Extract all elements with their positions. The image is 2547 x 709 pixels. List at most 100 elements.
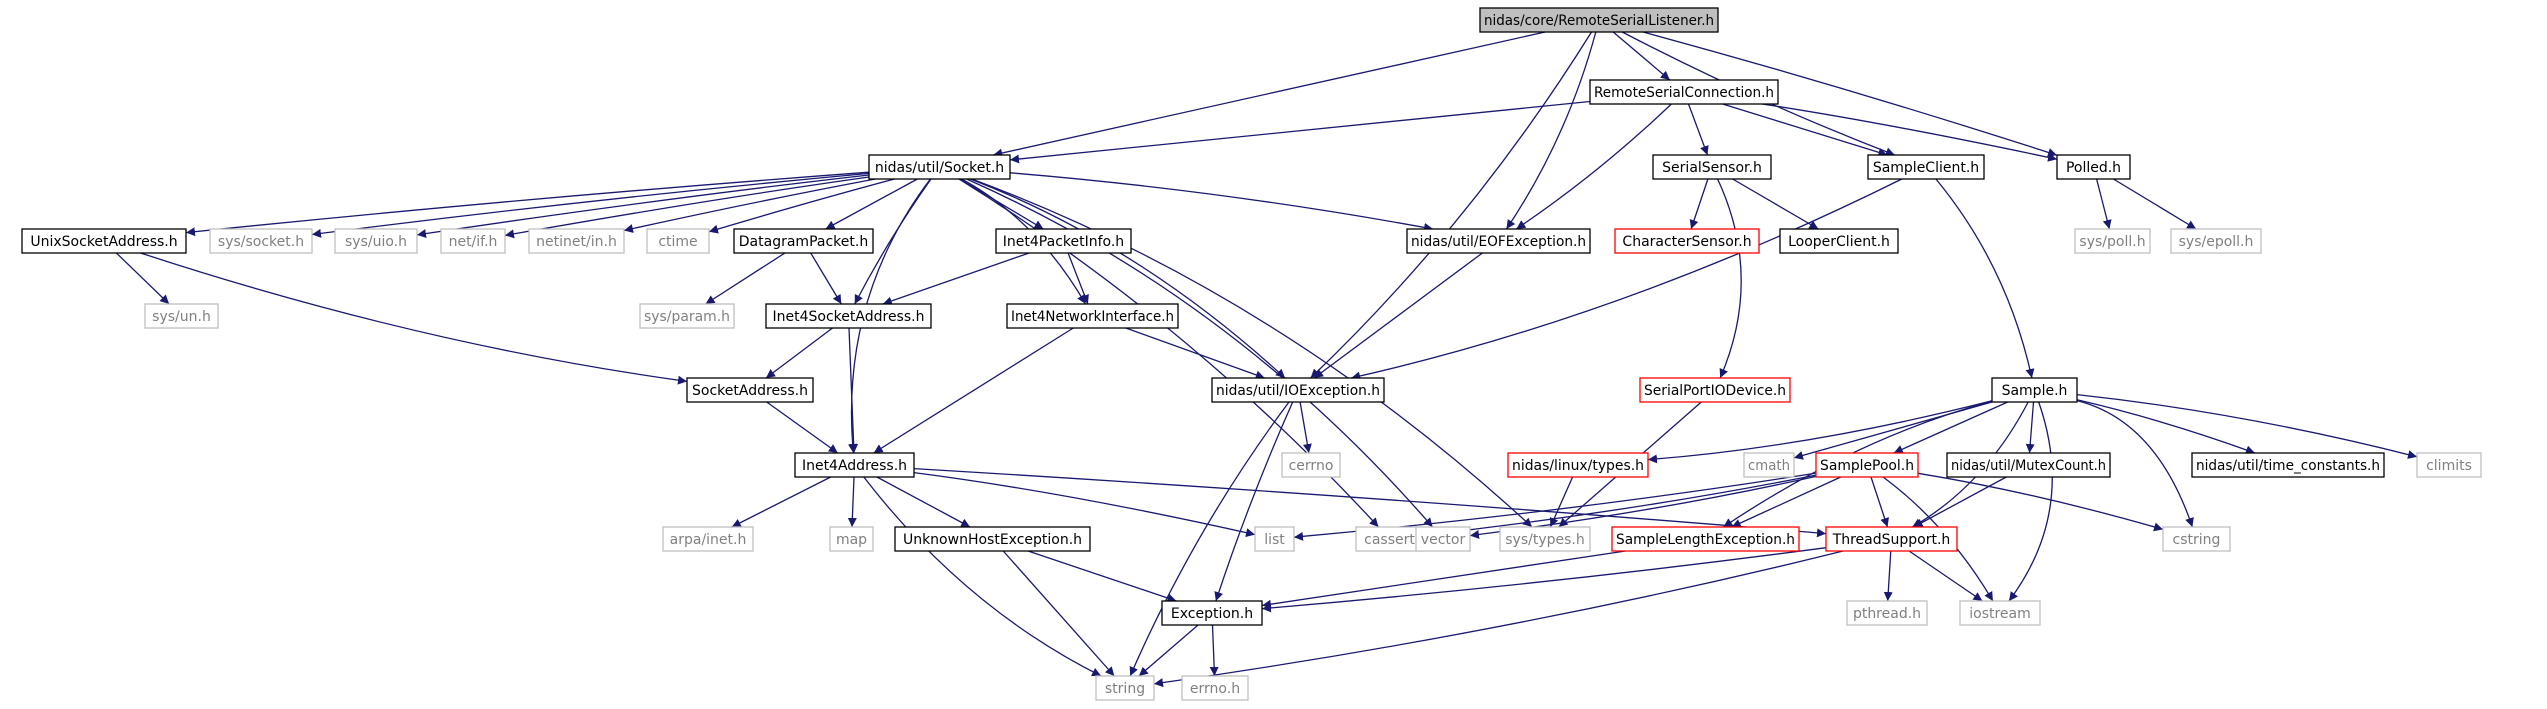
node-syspoll: sys/poll.h — [2074, 228, 2151, 254]
node-box — [1254, 526, 1295, 552]
node-box — [1815, 452, 1919, 478]
node-polled[interactable]: Polled.h — [2056, 154, 2131, 180]
edge-socket-to-netinet — [623, 178, 876, 233]
node-box — [868, 154, 1011, 180]
edge-socket-to-sysuio — [416, 174, 870, 239]
node-box — [2416, 452, 2482, 478]
node-looper[interactable]: LooperClient.h — [1779, 228, 1899, 254]
edge-socket-to-netif — [504, 176, 870, 239]
node-label: Exception.h — [1171, 606, 1253, 622]
node-sample[interactable]: Sample.h — [1991, 377, 2078, 403]
node-arpainet: arpa/inet.h — [662, 526, 754, 552]
node-timeconst[interactable]: nidas/util/time_constants.h — [2191, 452, 2385, 478]
node-inet4pkt[interactable]: Inet4PacketInfo.h — [995, 228, 1132, 254]
node-label: string — [1105, 681, 1145, 697]
node-box — [1825, 526, 1958, 552]
edge-linuxtypes-to-systypes — [1549, 476, 1574, 528]
node-serialsensor[interactable]: SerialSensor.h — [1652, 154, 1772, 180]
node-socket[interactable]: nidas/util/Socket.h — [868, 154, 1011, 180]
node-label: nidas/util/MutexCount.h — [1951, 458, 2106, 474]
edge-datagram-to-sysparam — [705, 252, 786, 305]
node-label: SamplePool.h — [1820, 458, 1914, 474]
node-label: net/if.h — [449, 234, 498, 250]
node-label: Inet4NetworkInterface.h — [1011, 309, 1174, 325]
node-label: SampleLengthException.h — [1616, 532, 1795, 548]
node-box — [1639, 377, 1791, 403]
node-exception[interactable]: Exception.h — [1161, 600, 1263, 626]
node-rsc[interactable]: RemoteSerialConnection.h — [1589, 79, 1779, 105]
node-list: list — [1254, 526, 1295, 552]
node-label: arpa/inet.h — [670, 532, 747, 548]
node-inet4sock[interactable]: Inet4SocketAddress.h — [765, 303, 932, 329]
node-charsensor[interactable]: CharacterSensor.h — [1614, 228, 1760, 254]
edge-inet4pkt-to-inet4sock — [882, 252, 1030, 306]
node-datagram[interactable]: DatagramPacket.h — [733, 228, 874, 254]
node-box — [1946, 452, 2111, 478]
node-box — [1743, 452, 1795, 478]
edge-socket-to-systypes — [971, 178, 1533, 528]
node-threadsupport[interactable]: ThreadSupport.h — [1825, 526, 1958, 552]
edge-unknownhost-to-exception — [1027, 550, 1177, 603]
node-box — [1652, 154, 1772, 180]
edge-polled-to-syspoll — [2095, 178, 2112, 230]
node-vector: vector — [1415, 526, 1471, 552]
node-inet4ni[interactable]: Inet4NetworkInterface.h — [1006, 303, 1179, 329]
node-box — [440, 228, 506, 254]
edge-inet4sock-to-inet4addr — [848, 327, 859, 454]
node-unixsock[interactable]: UnixSocketAddress.h — [21, 228, 187, 254]
node-label: sys/epoll.h — [2179, 234, 2254, 250]
edge-socket-to-ioex — [970, 178, 1286, 379]
node-cerrno: cerrno — [1281, 452, 1341, 478]
node-root: nidas/core/RemoteSerialListener.h — [1479, 7, 1719, 33]
edge-inet4sock-to-sockaddr — [765, 327, 833, 379]
edge-ioex-to-string — [1129, 401, 1290, 677]
node-samplepool[interactable]: SamplePool.h — [1815, 452, 1919, 478]
node-inet4addr[interactable]: Inet4Address.h — [794, 452, 915, 478]
node-samplelen[interactable]: SampleLengthException.h — [1611, 526, 1800, 552]
node-label: cmath — [1748, 458, 1790, 474]
node-netif: net/if.h — [440, 228, 506, 254]
node-box — [1611, 526, 1800, 552]
node-label: vector — [1421, 532, 1466, 548]
node-label: ctime — [658, 234, 697, 250]
node-label: sys/uio.h — [345, 234, 407, 250]
node-linuxtypes[interactable]: nidas/linux/types.h — [1507, 452, 1649, 478]
node-eofex[interactable]: nidas/util/EOFException.h — [1406, 228, 1591, 254]
node-label: nidas/util/IOException.h — [1216, 383, 1380, 399]
node-ioex[interactable]: nidas/util/IOException.h — [1211, 377, 1385, 403]
node-box — [2170, 228, 2262, 254]
edge-socket-to-unixsock — [185, 171, 870, 237]
edge-unixsock-to-sysun — [115, 252, 170, 305]
node-label: map — [836, 532, 867, 548]
node-box — [1006, 303, 1179, 329]
node-unknownhost[interactable]: UnknownHostException.h — [894, 526, 1091, 552]
node-label: nidas/util/Socket.h — [875, 160, 1004, 176]
node-box — [2056, 154, 2131, 180]
node-label: RemoteSerialConnection.h — [1594, 85, 1774, 101]
edge-socket-to-inet4pkt — [959, 178, 1044, 230]
node-sockaddr[interactable]: SocketAddress.h — [686, 377, 814, 403]
node-label: Inet4Address.h — [802, 458, 907, 474]
edge-socket-to-ctime — [708, 178, 895, 234]
node-box — [1867, 154, 1985, 180]
node-box — [686, 377, 814, 403]
node-box — [1095, 675, 1155, 701]
node-box — [1589, 79, 1779, 105]
edge-rsc-to-serialsensor — [1687, 103, 1709, 156]
node-label: sys/poll.h — [2079, 234, 2145, 250]
node-label: nidas/util/time_constants.h — [2196, 458, 2380, 474]
node-serialport[interactable]: SerialPortIODevice.h — [1639, 377, 1791, 403]
node-sampleclient[interactable]: SampleClient.h — [1867, 154, 1985, 180]
edge-eofex-to-ioex — [1313, 252, 1483, 379]
node-mutexcount[interactable]: nidas/util/MutexCount.h — [1946, 452, 2111, 478]
node-label: nidas/core/RemoteSerialListener.h — [1484, 13, 1714, 29]
node-box — [794, 452, 915, 478]
edge-samplepool-to-cassert — [1422, 474, 1817, 539]
node-label: Sample.h — [2002, 383, 2068, 399]
node-label: iostream — [1969, 606, 2031, 622]
edge-inet4addr-to-string — [863, 476, 1102, 677]
edge-threadsupport-to-pthread — [1883, 550, 1893, 602]
edge-samplepool-to-cstring — [1917, 472, 2164, 532]
node-label: SampleClient.h — [1873, 160, 1979, 176]
